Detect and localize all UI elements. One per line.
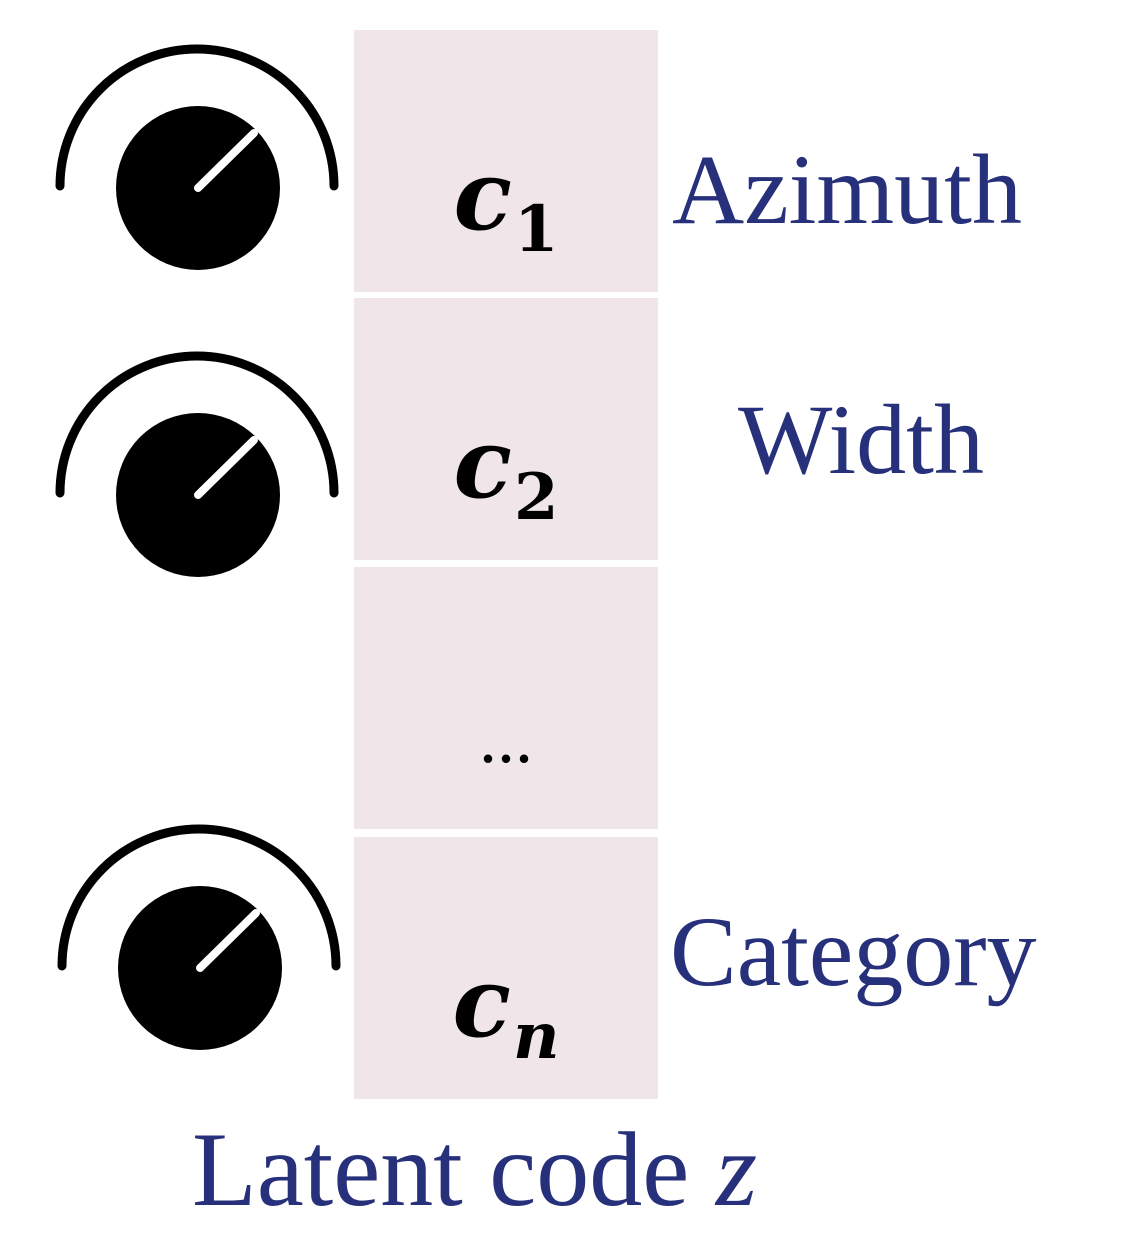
attribute-label-category: Category — [670, 896, 1037, 1007]
attribute-label-azimuth: Azimuth — [672, 134, 1022, 245]
code-subscript: n — [512, 999, 560, 1074]
dial-knob-icon — [57, 824, 341, 1050]
code-subscript: 1 — [513, 192, 559, 267]
caption-text: Latent code — [192, 1111, 716, 1228]
code-c1: c1 — [354, 148, 658, 262]
latent-cell-c1: c1 — [354, 30, 658, 292]
diagram-caption: Latent code z — [192, 1117, 757, 1223]
dial-knob-icon — [55, 351, 339, 577]
code-symbol: c — [453, 139, 512, 252]
latent-cell-cn: cn — [354, 837, 658, 1099]
ellipsis: ... — [479, 698, 533, 778]
code-symbol: c — [453, 407, 512, 520]
latent-cell-c2: c2 — [354, 298, 658, 560]
code-symbol: c — [452, 946, 511, 1059]
caption-variable: z — [715, 1111, 758, 1228]
code-cn: cn — [354, 955, 658, 1069]
latent-cell-ellipsis: ... — [354, 567, 658, 829]
attribute-label-width: Width — [738, 384, 984, 495]
code-subscript: 2 — [513, 460, 559, 535]
dial-knob-icon — [55, 44, 339, 270]
code-c2: c2 — [354, 416, 658, 530]
